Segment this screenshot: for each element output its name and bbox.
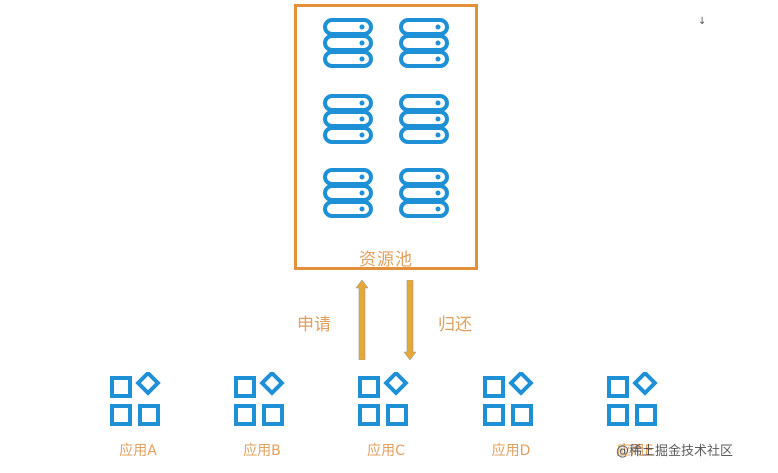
return-arrow-icon — [404, 280, 416, 360]
server-icon — [399, 168, 449, 218]
request-arrow-icon — [356, 280, 368, 360]
application-c: 应用C — [356, 372, 416, 459]
watermark: @稀土掘金技术社区 — [616, 444, 734, 459]
app-grid-icon — [358, 372, 409, 426]
server-icon — [323, 168, 373, 218]
app-grid-icon — [110, 372, 161, 426]
application-b: 应用B — [232, 372, 292, 459]
server-icon — [399, 94, 449, 144]
server-icon — [323, 94, 373, 144]
request-label: 申请 — [297, 315, 331, 335]
application-label: 应用E — [616, 443, 654, 459]
application-label: 应用B — [243, 443, 281, 459]
app-grid-icon — [483, 372, 534, 426]
application-label: 应用A — [119, 443, 157, 459]
resource-pool: 资源池 — [294, 4, 478, 270]
resource-pool-label: 资源池 — [359, 250, 413, 270]
server-icon — [323, 18, 373, 68]
application-d: 应用D — [481, 372, 541, 459]
application-label: 应用D — [491, 443, 531, 459]
corner-mark: ↓ — [698, 16, 707, 27]
application-a: 应用A — [108, 372, 168, 459]
return-label: 归还 — [438, 315, 472, 335]
application-e: 应用E — [605, 372, 665, 459]
app-grid-icon — [607, 372, 658, 426]
application-label: 应用C — [367, 443, 405, 459]
server-icon — [399, 18, 449, 68]
app-grid-icon — [234, 372, 285, 426]
